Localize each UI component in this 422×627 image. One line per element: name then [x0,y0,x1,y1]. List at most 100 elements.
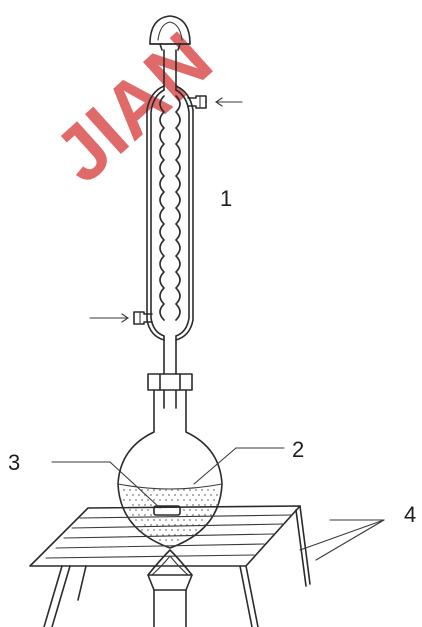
liquid-dot [135,499,137,501]
liquid-dot [192,504,194,506]
liquid-dot [165,519,167,521]
liquid-dot [123,499,125,501]
water-inlet [89,311,153,325]
liquid-dot [129,489,131,491]
liquid-dot [207,509,209,511]
water-outlet [187,95,243,109]
liquid-dot [210,494,212,496]
liquid-dot [135,519,137,521]
liquid-dots [123,489,218,541]
liquid-dot [162,524,164,526]
liquid-dot [135,509,137,511]
liquid-dot [183,529,185,531]
liquid-dot [150,504,152,506]
flask-liquid [117,483,223,541]
liquid-dot [195,489,197,491]
liquid-dot [153,529,155,531]
liquid-dot [186,514,188,516]
liquid-dot [132,514,134,516]
outlet-arrowhead [215,97,223,107]
liquid-dot [129,499,131,501]
label-stir-bar: 3 [8,450,20,475]
liquid-dot [207,489,209,491]
liquid-dot [183,509,185,511]
liquid-dot [132,504,134,506]
liquid-dot [144,514,146,516]
liquid-dot [195,529,197,531]
leader-line-2 [193,447,237,485]
liquid-dot [162,494,164,496]
tripod-stand [29,505,311,627]
liquid-dot [138,514,140,516]
liquid-dot [210,514,212,516]
liquid-dot [213,489,215,491]
label-condenser: 1 [220,186,232,211]
liquid-dot [138,494,140,496]
liquid-dot [123,489,125,491]
liquid-dot [192,514,194,516]
liquid-dot [165,489,167,491]
liquid-dot [147,529,149,531]
liquid-dot [183,519,185,521]
tripod-leg-right [299,505,311,585]
liquid-dot [147,519,149,521]
liquid-dot [171,539,173,541]
liquid-dot [180,494,182,496]
liquid-dot [177,489,179,491]
liquid-dot [189,519,191,521]
liquid-dot [150,534,152,536]
liquid-dot [159,529,161,531]
liquid-dot [159,519,161,521]
liquid-dot [204,514,206,516]
liquid-dot [156,534,158,536]
liquid-dot [204,494,206,496]
liquid-dot [141,509,143,511]
top-stopper [149,15,191,51]
liquid-dot [204,504,206,506]
liquid-dot [189,529,191,531]
liquid-dot [135,489,137,491]
liquid-dot [147,509,149,511]
liquid-dot [141,529,143,531]
liquid-dot [174,524,176,526]
liquid-dot [156,524,158,526]
liquid-dot [186,504,188,506]
liquid-dot [165,499,167,501]
liquid-dot [195,509,197,511]
liquid-dot [165,539,167,541]
liquid-dot [159,489,161,491]
liquid-dot [213,499,215,501]
liquid-dot [183,489,185,491]
liquid-dot [177,499,179,501]
liquid-dot [189,499,191,501]
liquid-dot [141,519,143,521]
liquid-dot [141,499,143,501]
tripod-leg-front [239,565,253,627]
liquid-dot [168,494,170,496]
liquid-dot [174,494,176,496]
liquid-dot [153,489,155,491]
tripod-leg-left [43,565,63,627]
label-tripod: 4 [404,502,416,527]
liquid-dot [201,489,203,491]
condenser-coil [159,95,181,321]
liquid-dot [177,529,179,531]
liquid-dot [144,504,146,506]
liquid-dot [162,534,164,536]
liquid-dot [186,494,188,496]
liquid-dot [183,499,185,501]
liquid-dot [198,504,200,506]
liquid-dot [171,529,173,531]
liquid-dot [195,499,197,501]
liquid-dot [171,519,173,521]
liquid-dot [126,494,128,496]
liquid-dot [216,494,218,496]
condenser-jacket [146,85,194,341]
liquid-dot [192,494,194,496]
liquid-dot [156,494,158,496]
liquid-dot [138,504,140,506]
ground-glass-joint [147,373,193,409]
liquid-dot [171,489,173,491]
